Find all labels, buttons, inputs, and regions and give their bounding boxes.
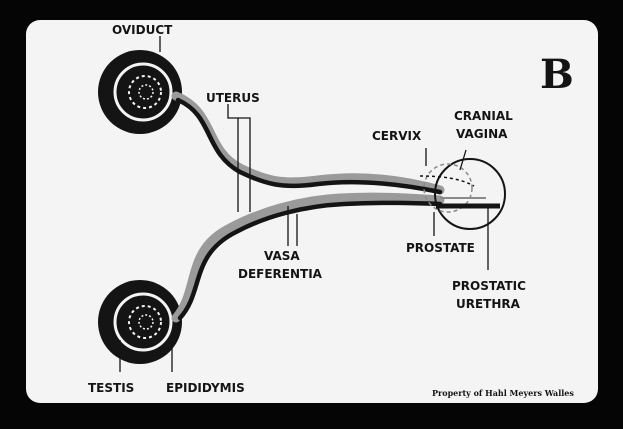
label-uterus: UTERUS — [206, 91, 260, 105]
label-cranial-vagina-1: CRANIAL — [454, 109, 513, 123]
oviduct-coil — [98, 50, 182, 134]
label-cranial-vagina-2: VAGINA — [456, 127, 508, 141]
panel-letter: B — [540, 51, 574, 98]
label-vasa-deferentia-1: VASA — [264, 249, 300, 263]
label-vasa-deferentia-2: DEFERENTIA — [238, 267, 323, 281]
label-testis: TESTIS — [88, 381, 134, 395]
testis-coil — [98, 280, 182, 364]
label-prostatic-urethra-2: URETHRA — [456, 297, 521, 311]
label-epididymis: EPIDIDYMIS — [166, 381, 245, 395]
label-oviduct: OVIDUCT — [112, 23, 173, 37]
label-prostate: PROSTATE — [406, 241, 475, 255]
label-prostatic-urethra-1: PROSTATIC — [452, 279, 526, 293]
credit-text: Property of Hahl Meyers Walles — [432, 388, 574, 398]
label-cervix: CERVIX — [372, 129, 422, 143]
